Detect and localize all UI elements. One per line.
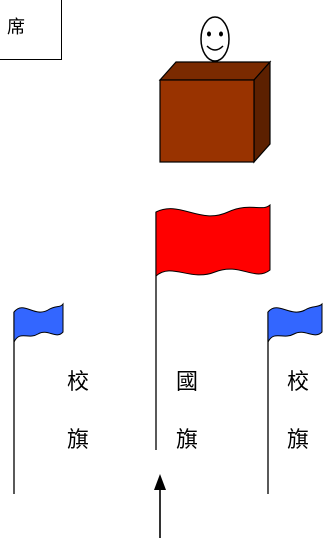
right-flag-label-1: 校 <box>286 370 309 395</box>
up-arrow-icon <box>154 474 166 538</box>
left-flag-label-2: 旗 <box>66 428 89 453</box>
center-flag-label-1: 國 <box>175 370 198 395</box>
national-flag <box>155 203 271 450</box>
smiley-face-icon <box>200 16 230 62</box>
left-flag-label-1: 校 <box>66 370 89 395</box>
school-flag-left <box>13 302 64 494</box>
right-flag-label-2: 旗 <box>286 428 309 453</box>
center-flag-label-2: 旗 <box>175 428 198 453</box>
seat-box: 席 <box>0 0 62 60</box>
seat-label: 席 <box>7 17 25 38</box>
school-flag-right <box>267 302 323 494</box>
podium <box>158 60 272 164</box>
